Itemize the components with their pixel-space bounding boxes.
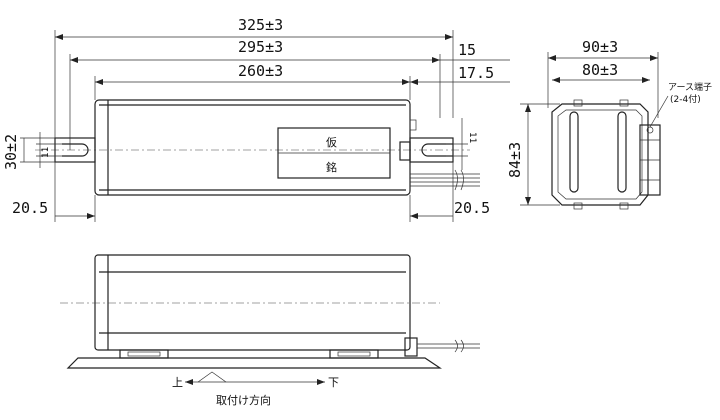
ground-terminal-label: アース端子 [668,81,712,93]
label-bottom-side: 下 [328,376,339,389]
side-view: 上 下 取付け方向 [60,254,480,407]
dim-height-left: 30±2 [2,134,20,170]
dim-right-foot: 20.5 [454,199,490,217]
dim-overall-length: 325±3 [238,16,283,34]
top-view: 325±3 295±3 260±3 15 17.5 仮 銘 [2,16,510,222]
dim-end-width-inner: 80±3 [582,61,618,79]
dim-slot-right: 11 [467,132,477,143]
dim-left-foot: 20.5 [12,199,48,217]
dim-body-length: 260±3 [238,62,283,80]
nameplate-bottom-text: 銘 [326,160,337,174]
dim-slot-left: 11 [41,147,51,158]
end-view: 90±3 80±3 84±3 アース端子 (2-4付) [506,38,712,210]
label-top-side: 上 [172,376,183,389]
nameplate-top-text: 仮 [326,136,337,149]
dim-right-offset: 17.5 [458,64,494,82]
dim-end-width-outer: 90±3 [582,38,618,56]
dim-end-height: 84±3 [506,142,524,178]
label-mounting-direction: 取付け方向 [216,393,271,407]
ground-terminal-note: (2-4付) [670,94,701,105]
dim-right-flange: 15 [458,41,476,59]
dim-mount-pitch: 295±3 [238,38,283,56]
